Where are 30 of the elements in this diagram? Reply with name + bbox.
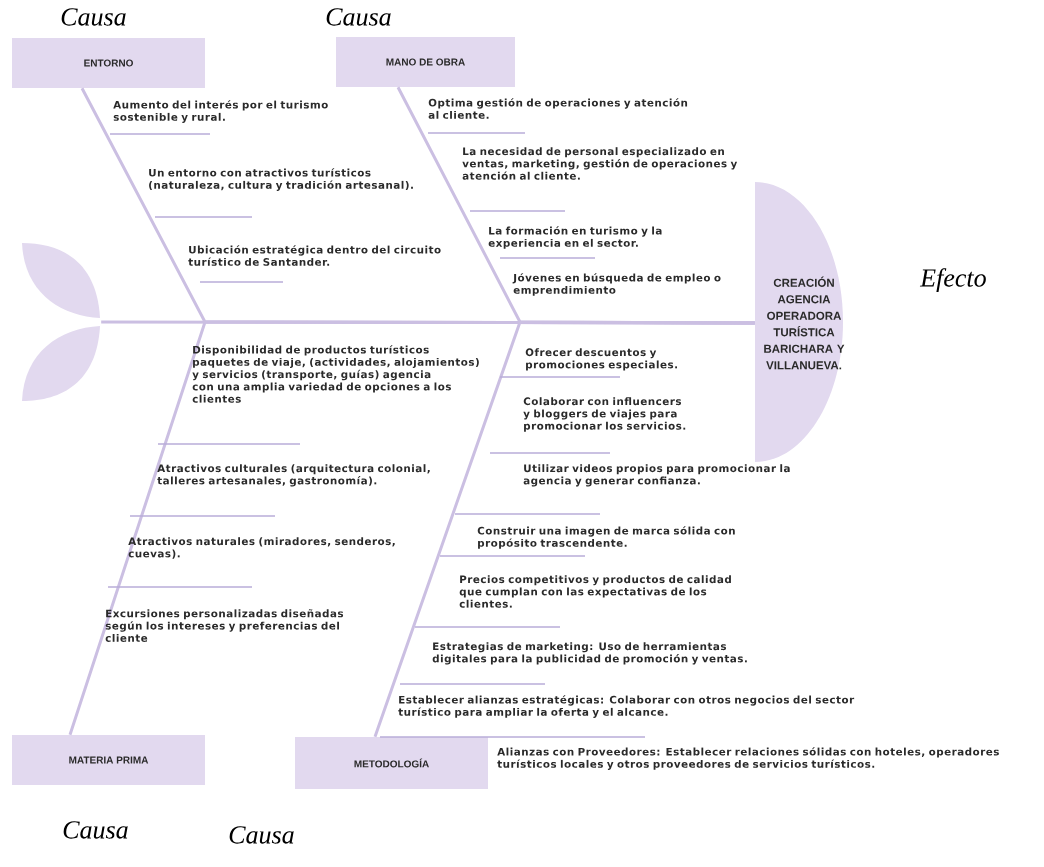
cause-text: Ofrecer descuentos y promociones especiales. <box>525 348 677 371</box>
category-box: METODOLOGÍA <box>295 737 488 789</box>
cause-text: Atractivos naturales (miradores, senderos, cuevas). <box>128 537 395 559</box>
cause-text: Utilizar videos propios para promocionar la agencia y generar confianza. <box>523 464 790 487</box>
cause-text: La formación en turismo y la experiencia en el sector. <box>488 226 662 249</box>
cause-text: Un entorno con atractivos turísticos (naturaleza, cultura y tradición artesanal). <box>149 168 413 191</box>
cause-text: Construir una imagen de marca sólida con propósito trascendente. <box>477 526 735 549</box>
cause-caption: Causa <box>229 826 294 844</box>
cause-caption: Causa <box>61 8 126 26</box>
category-box: ENTORNO <box>12 38 205 88</box>
category-box: MATERIA PRIMA <box>12 735 205 785</box>
cause-text: Precios competitivos y productos de calidad que cumplan con las expectativas de los clientes. <box>459 575 731 608</box>
cause-text: La necesidad de personal especializado en ventas, marketing, gestión de operaciones y atención al cliente. <box>462 147 738 180</box>
cause-text: Atractivos culturales (arquitectura colonial, talleres artesanales, gastronomía). <box>157 464 430 487</box>
effect-head: CREACIÓN AGENCIA OPERADORA TURÍSTICA BARICHARA Y VILLANUEVA. <box>755 182 845 462</box>
cause-text: Establecer alianzas estratégicas: Colaborar con otros negocios del sector turístico para ampliar la oferta y el alcance. <box>398 695 855 718</box>
cause-caption: Causa <box>326 8 391 26</box>
cause-caption: Causa <box>63 821 128 839</box>
cause-text: Ubicación estratégica dentro del circuito turístico de Santander. <box>188 245 441 266</box>
cause-text: Jóvenes en búsqueda de empleo o emprendimiento <box>512 273 721 296</box>
cause-text: Aumento del interés por el turismo sostenible y rural. <box>113 100 328 123</box>
cause-text: Disponibilidad de productos turísticos paquetes de viaje, (actividades, alojamientos) y servicios (transporte, guías) agencia con una amplia variedad de opciones a los clientes <box>192 345 479 403</box>
cause-text: Optima gestión de operaciones y atención al cliente. <box>428 98 688 119</box>
cause-text: Excursiones personalizadas diseñadas según los intereses y preferencias del cliente <box>105 609 344 642</box>
cause-text: Estrategias de marketing: Uso de herramientas digitales para la publicidad de promoción y ventas. <box>432 642 747 665</box>
cause-text: Colaborar con influencers y bloggers de viajes para promocionar los servicios. <box>523 397 686 432</box>
effect-caption: Efecto <box>919 268 986 293</box>
fish-tail <box>22 243 100 401</box>
category-box: MANO DE OBRA <box>336 37 515 87</box>
bone-line <box>373 320 755 738</box>
